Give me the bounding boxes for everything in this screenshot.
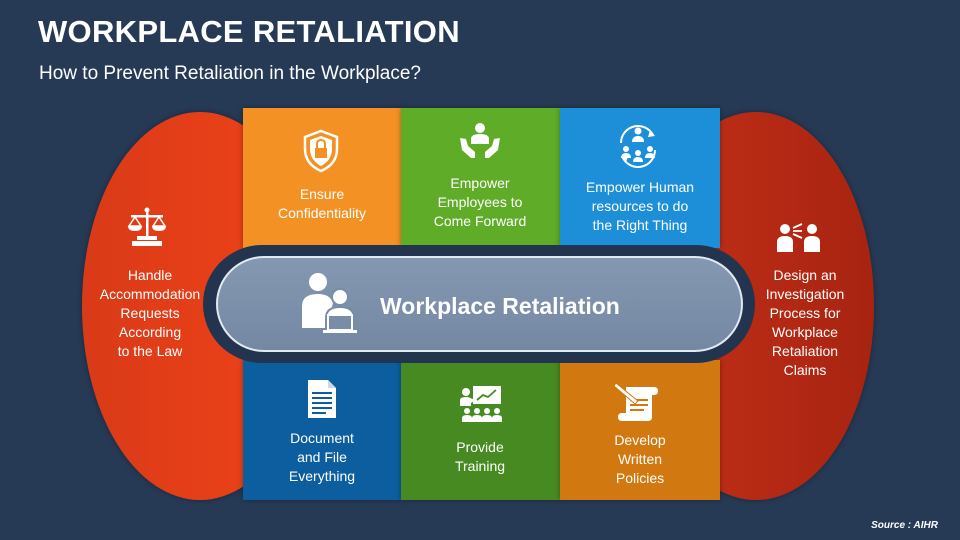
source-note: Source : AIHR — [871, 520, 938, 531]
center-label: Workplace Retaliation — [380, 293, 620, 319]
tile-provide-training — [401, 360, 560, 500]
scales-of-justice-icon — [127, 207, 167, 246]
tile-develop-policies — [560, 360, 720, 500]
tile-5-label: Provide Training — [454, 439, 506, 474]
tile-4-label: Document and File Everything — [288, 430, 356, 484]
training-presentation-icon — [460, 386, 502, 422]
right-label: Design an Investigation Process for Work… — [765, 267, 845, 378]
scroll-pen-icon — [614, 382, 658, 421]
team-cycle-icon — [620, 125, 656, 168]
people-laptop-icon — [302, 273, 357, 333]
document-icon — [308, 380, 336, 418]
tile-3-label: Empower Human resources to do the Right … — [585, 179, 695, 233]
tile-1-label: Ensure Confidentiality — [278, 186, 366, 221]
page-title: WORKPLACE RETALIATION — [38, 14, 460, 49]
shield-lock-icon — [303, 129, 339, 173]
tile-6-label: Develop Written Policies — [614, 432, 666, 486]
tile-2-label: Empower Employees to Come Forward — [433, 175, 527, 229]
interview-icon — [777, 223, 820, 252]
person-hands-icon — [460, 123, 500, 158]
left-label: Handle Accommodation Requests According … — [99, 267, 201, 359]
page-subtitle: How to Prevent Retaliation in the Workpl… — [39, 63, 421, 84]
